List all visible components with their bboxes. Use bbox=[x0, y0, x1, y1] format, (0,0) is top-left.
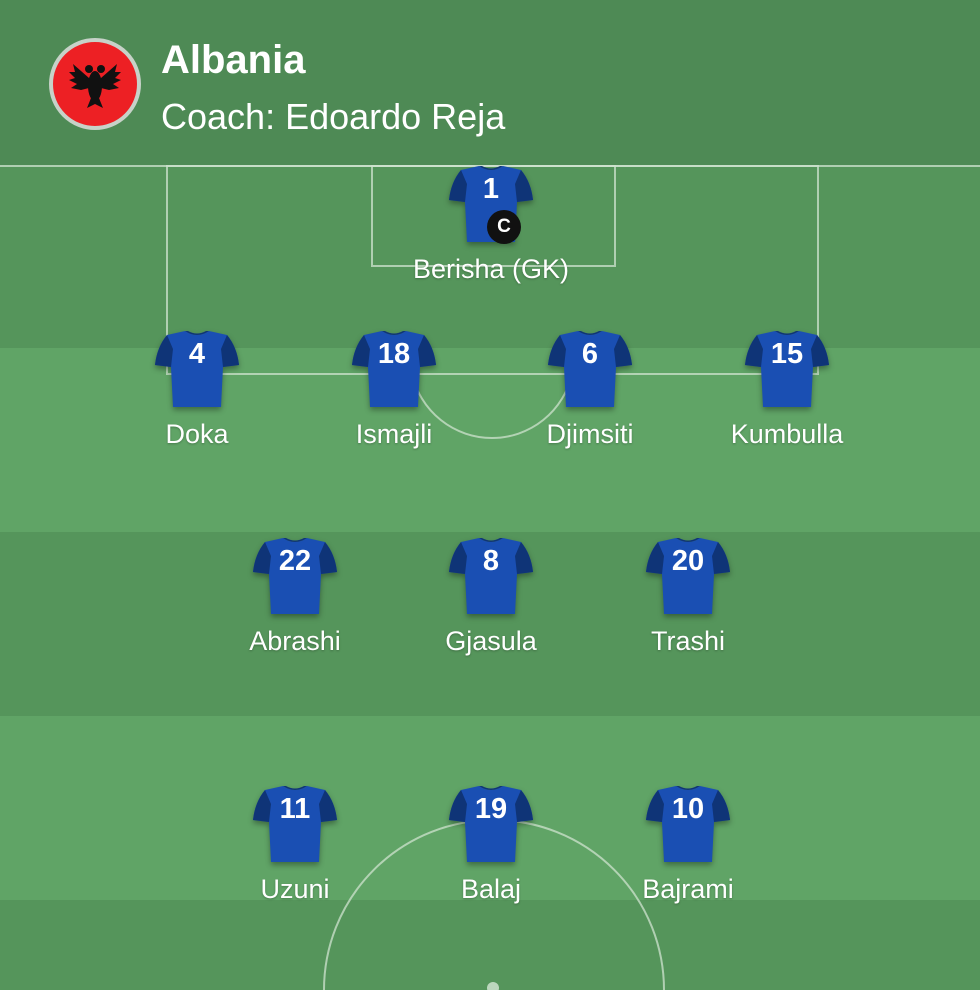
player-card-bajrami[interactable]: 10 Bajrami bbox=[608, 784, 768, 914]
player-card-trashi[interactable]: 20 Trashi bbox=[608, 536, 768, 666]
player-name: Doka bbox=[165, 419, 229, 449]
jersey-icon: 22 bbox=[253, 536, 337, 616]
captain-badge: C bbox=[487, 210, 521, 244]
jersey-number: 19 bbox=[474, 793, 508, 825]
pitch-stripe bbox=[0, 348, 980, 532]
jersey-icon: 8 bbox=[449, 536, 533, 616]
player-card-kumbulla[interactable]: 15 Kumbulla bbox=[707, 329, 867, 459]
jersey-number: 8 bbox=[482, 545, 500, 577]
jersey-icon: 10 bbox=[646, 784, 730, 864]
player-name: Kumbulla bbox=[730, 419, 844, 449]
jersey-number: 6 bbox=[581, 338, 599, 370]
player-name: Bajrami bbox=[642, 874, 734, 904]
player-name: Berisha (GK) bbox=[412, 254, 570, 284]
jersey-icon: 4 bbox=[155, 329, 239, 409]
player-card-balaj[interactable]: 19 Balaj bbox=[411, 784, 571, 914]
player-name: Gjasula bbox=[445, 626, 537, 656]
jersey-number: 4 bbox=[188, 338, 206, 370]
team-header: Albania Coach: Edoardo Reja bbox=[0, 0, 980, 165]
jersey-number: 20 bbox=[671, 545, 705, 577]
player-name: Balaj bbox=[460, 874, 522, 904]
player-card-djimsiti[interactable]: 6 Djimsiti bbox=[510, 329, 670, 459]
jersey-number: 22 bbox=[278, 545, 312, 577]
player-name: Uzuni bbox=[260, 874, 330, 904]
jersey-icon: 19 bbox=[449, 784, 533, 864]
jersey-icon: 6 bbox=[548, 329, 632, 409]
player-card-berisha[interactable]: 1 C Berisha (GK) bbox=[411, 164, 571, 294]
pitch-stripe bbox=[0, 900, 980, 990]
player-card-doka[interactable]: 4 Doka bbox=[117, 329, 277, 459]
player-card-abrashi[interactable]: 22 Abrashi bbox=[215, 536, 375, 666]
coach-name: Coach: Edoardo Reja bbox=[161, 96, 506, 137]
jersey-icon: 11 bbox=[253, 784, 337, 864]
player-card-ismajli[interactable]: 18 Ismajli bbox=[314, 329, 474, 459]
jersey-number: 10 bbox=[671, 793, 705, 825]
player-name: Abrashi bbox=[249, 626, 341, 656]
player-name: Ismajli bbox=[355, 419, 433, 449]
jersey-number: 1 bbox=[482, 173, 500, 205]
albania-flag-icon bbox=[49, 38, 141, 130]
jersey-icon: 18 bbox=[352, 329, 436, 409]
player-name: Trashi bbox=[650, 626, 725, 656]
jersey-number: 15 bbox=[770, 338, 804, 370]
jersey-number: 11 bbox=[279, 793, 311, 825]
player-name: Djimsiti bbox=[546, 419, 634, 449]
jersey-number: 18 bbox=[377, 338, 411, 370]
jersey-icon: 20 bbox=[646, 536, 730, 616]
player-card-uzuni[interactable]: 11 Uzuni bbox=[215, 784, 375, 914]
player-card-gjasula[interactable]: 8 Gjasula bbox=[411, 536, 571, 666]
team-name: Albania bbox=[161, 38, 306, 82]
jersey-icon: 15 bbox=[745, 329, 829, 409]
